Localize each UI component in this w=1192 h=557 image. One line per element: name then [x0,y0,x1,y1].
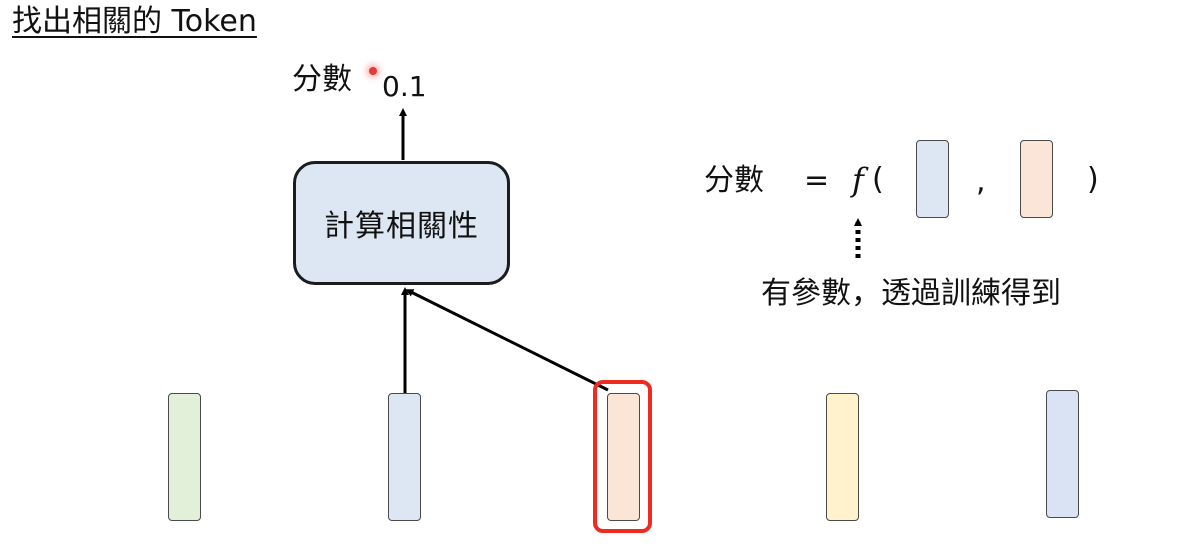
formula-equals: = [804,163,830,198]
formula-close-paren: ) [1087,162,1099,197]
formula-arg-query-vector [916,140,949,218]
formula-arg-key-vector [1020,140,1053,218]
input-arrow-candidate [405,289,609,392]
token-vector [168,393,201,521]
formula-lhs: 分數 [704,163,764,198]
page-title: 找出相關的 Token [12,4,257,39]
formula-function: f [852,161,864,199]
relevance-compute-box: 計算相關性 [293,161,510,285]
relevance-box-label: 計算相關性 [324,209,479,244]
score-value: 0.1 [382,70,427,103]
parameter-note: 有參數，透過訓練得到 [761,276,1061,311]
laser-pointer-dot [369,67,377,75]
formula-comma: , [976,164,986,199]
token-vector [826,393,859,521]
selected-token-highlight [593,380,652,533]
token-vector [388,393,421,521]
token-vector [607,393,640,521]
token-vector [1046,390,1079,518]
score-label: 分數 [292,62,352,97]
formula-open-paren: ( [872,162,884,197]
